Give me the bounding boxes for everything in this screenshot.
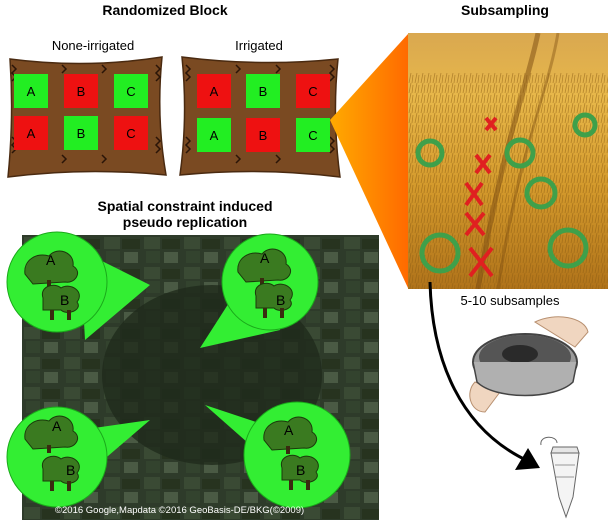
plot2-cell-b-top: B <box>246 74 280 108</box>
subsample-circle <box>419 232 461 274</box>
bubble-br-label-bottom: B <box>296 462 306 478</box>
randomized-block-title: Randomized Block <box>102 2 228 18</box>
plot1-cell-b-top: B <box>64 74 98 108</box>
plot1-cell-c-bottom: C <box>114 116 148 150</box>
subsample-circle <box>572 112 598 138</box>
bubble-bl-label-bottom: B <box>66 462 76 478</box>
map-credit: ©2016 Google,Mapdata ©2016 GeoBasis-DE/B… <box>55 505 305 516</box>
bubble-tr-label-bottom: B <box>276 292 286 308</box>
plot2-cell-b-bottom: B <box>246 118 280 152</box>
bubble-bottom-left <box>6 406 108 508</box>
arrow-to-tube <box>428 281 540 470</box>
bubble-bl-label-top: A <box>52 418 62 434</box>
bubble-tl-label-bottom: B <box>60 292 70 308</box>
spatial-title-line1: Spatial constraint induced <box>97 198 273 214</box>
cross-marker <box>474 153 492 175</box>
sample-tube-icon <box>540 436 580 519</box>
cross-marker <box>484 116 498 132</box>
subsample-circle <box>504 137 536 169</box>
bubble-tr-label-top: A <box>260 250 270 266</box>
cross-marker <box>468 246 494 278</box>
plot2-cell-a-bottom: A <box>197 118 231 152</box>
cross-marker <box>464 181 484 207</box>
plot2-cell-c-bottom: C <box>296 118 330 152</box>
zoom-wedge <box>330 34 408 288</box>
subsampling-title: Subsampling <box>461 2 549 18</box>
subsample-circle <box>415 138 445 168</box>
bubble-top-left <box>6 231 108 333</box>
subsample-circle <box>547 227 589 269</box>
plot1-cell-c-top: C <box>114 74 148 108</box>
bubble-tl-label-top: A <box>46 252 56 268</box>
bubble-bottom-right <box>243 401 351 509</box>
subsample-circle <box>524 176 558 210</box>
plot1-cell-b-bottom: B <box>64 116 98 150</box>
plot-label-irrigated: Irrigated <box>235 38 283 53</box>
plot2-cell-a-top: A <box>197 74 231 108</box>
subsample-markers <box>415 112 598 278</box>
plot1-cell-a-top: A <box>14 74 48 108</box>
sieve-photo <box>469 316 589 413</box>
bubble-top-right <box>221 233 319 331</box>
cross-marker <box>464 211 486 237</box>
bubble-br-label-top: A <box>284 422 294 438</box>
plot1-cell-a-bottom: A <box>14 116 48 150</box>
spatial-title-line2: pseudo replication <box>122 214 248 230</box>
plot2-cell-c-top: C <box>296 74 330 108</box>
plot-label-none-irrigated: None-irrigated <box>51 38 135 53</box>
subsample-count-label: 5-10 subsamples <box>460 293 560 308</box>
